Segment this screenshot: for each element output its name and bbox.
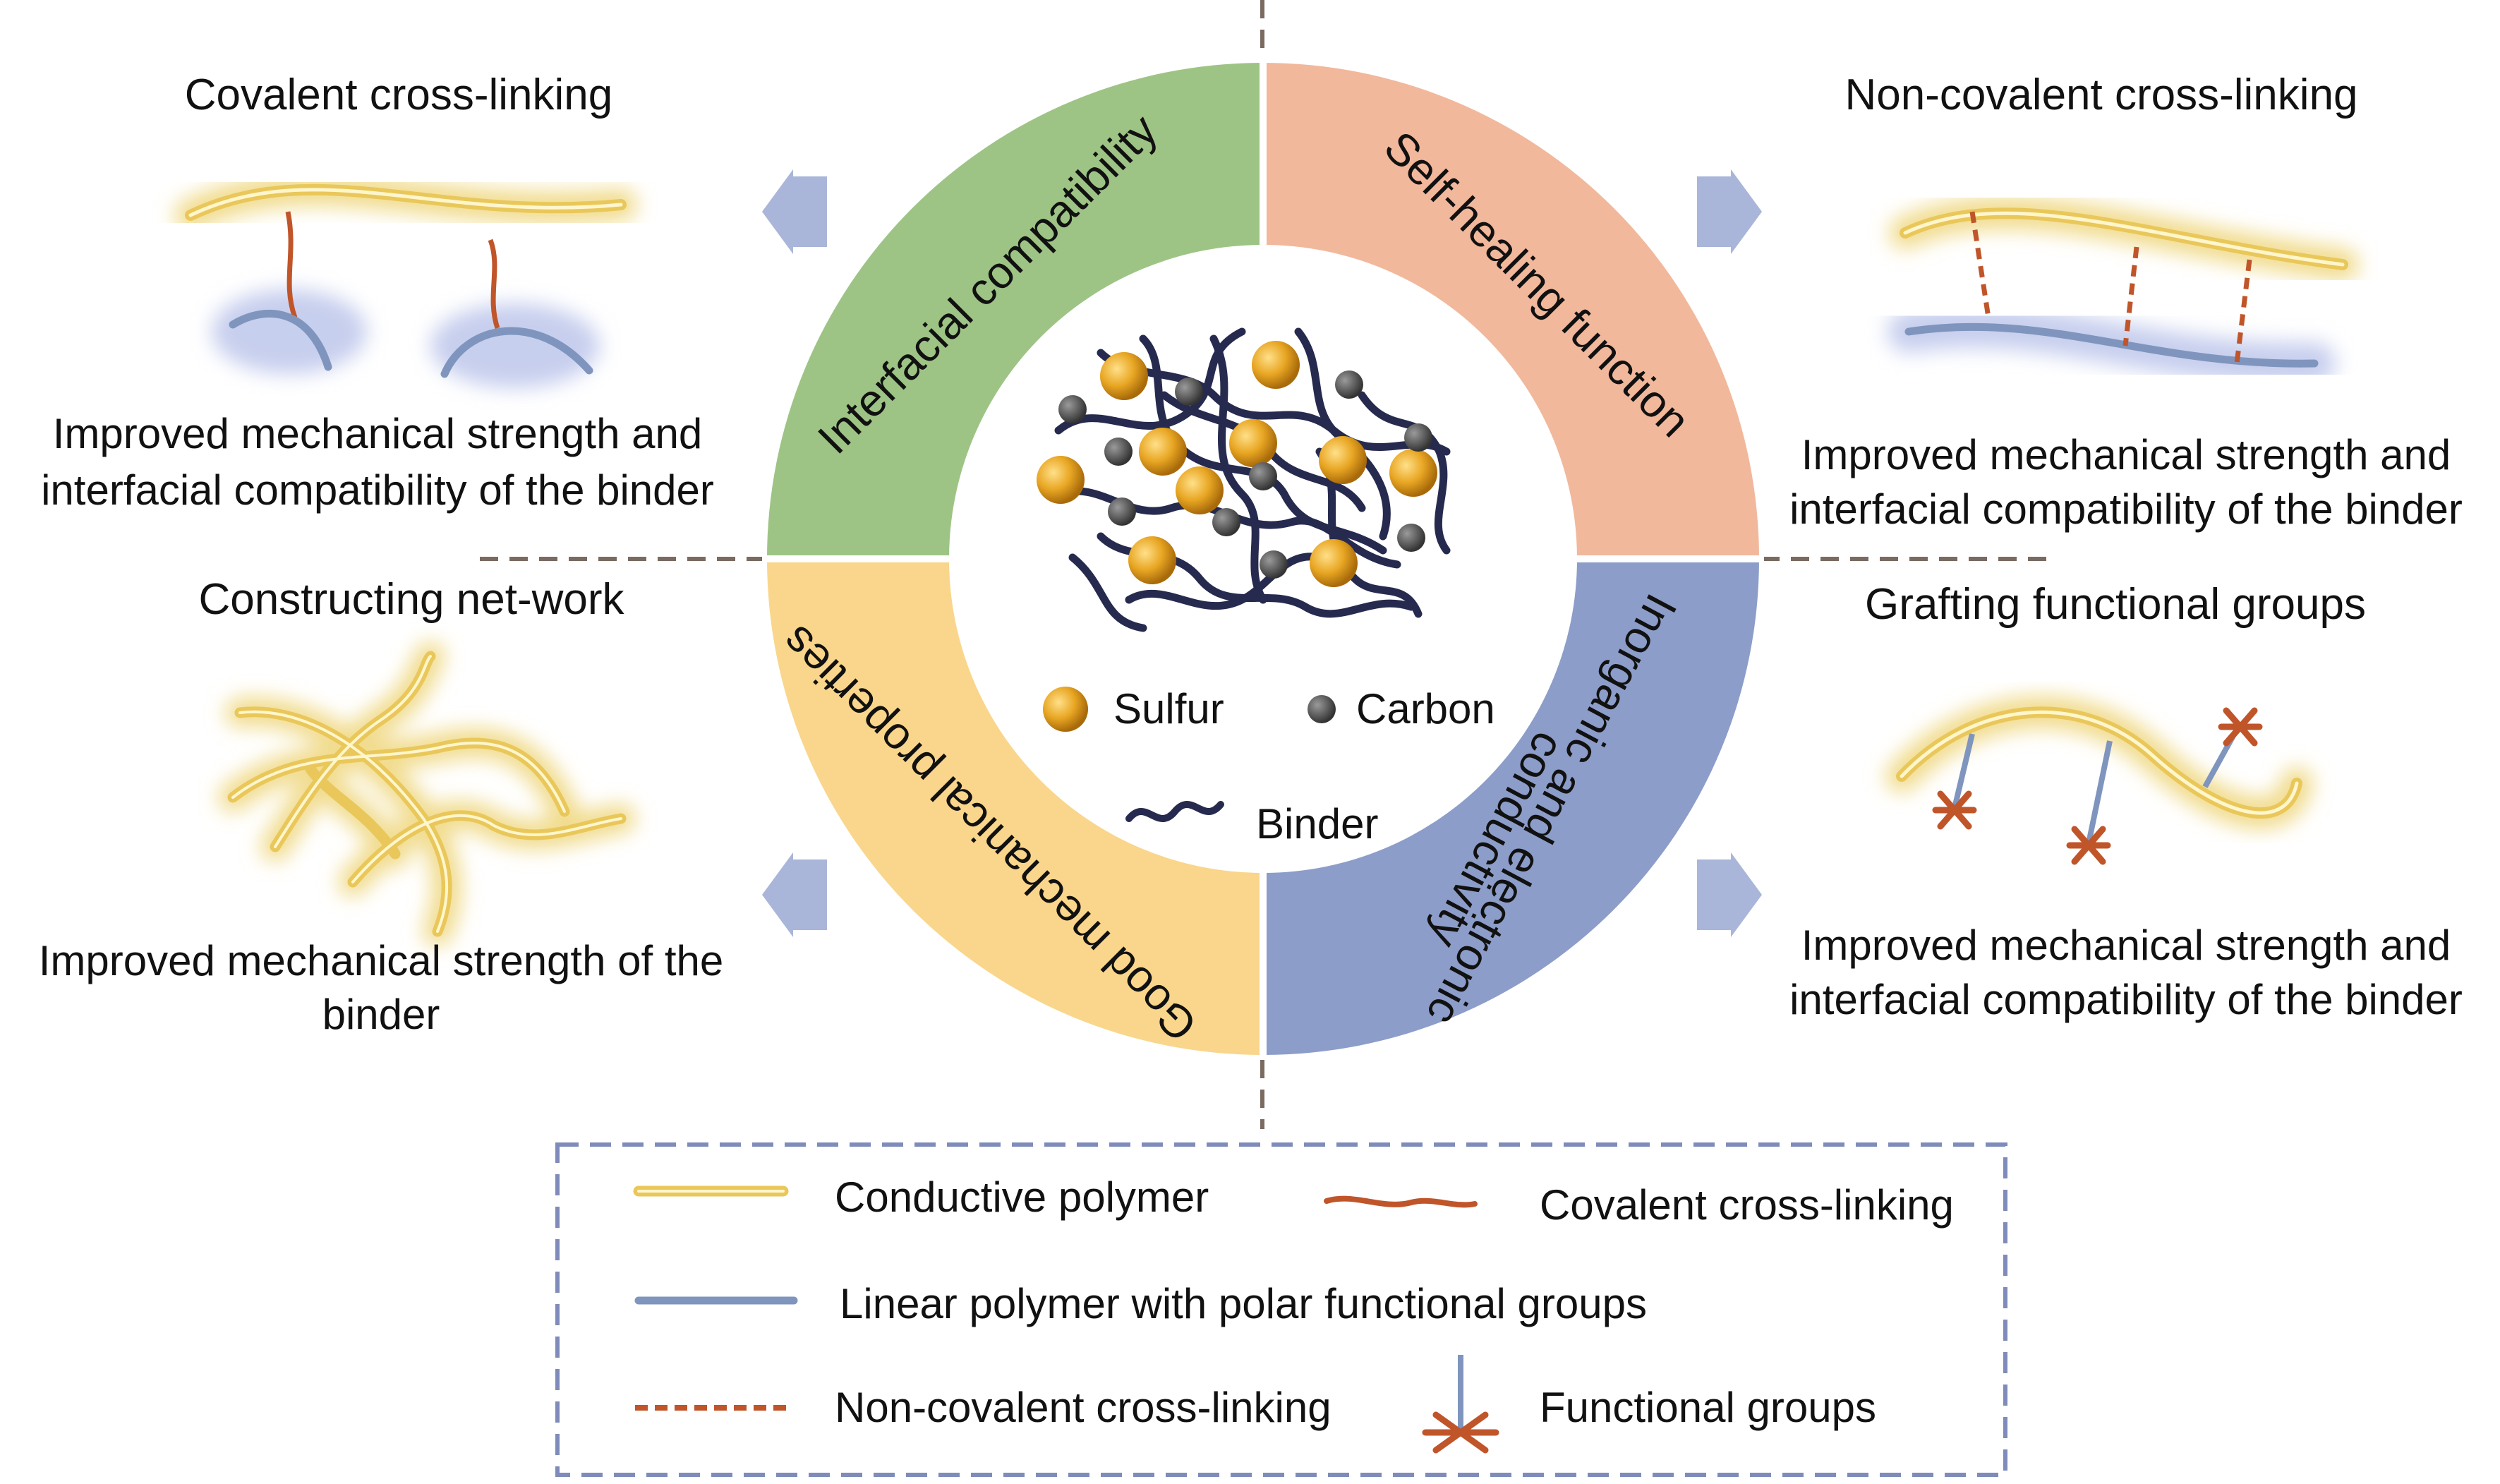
covalent-illustration (174, 173, 637, 388)
graft-chain (1952, 733, 1975, 809)
binder-label: Binder (1256, 800, 1378, 847)
sulfur-particle (1037, 456, 1085, 504)
carbon-particle (1108, 497, 1136, 526)
panel-covalent: Covalent cross-linking Improved mechanic… (41, 71, 714, 514)
legend-box: Conductive polymer Covalent cross-linkin… (555, 1142, 2007, 1477)
legend-conductive-polymer-label: Conductive polymer (835, 1174, 1209, 1221)
covalent-link (488, 239, 500, 330)
panel-grafting-desc-line1: Improved mechanical strength and (1801, 922, 2451, 969)
legend-covalent-swatch (1324, 1195, 1478, 1208)
linear-polymer-strand (440, 327, 593, 378)
carbon-particle (1397, 524, 1425, 552)
panel-covalent-desc-line2: interfacial compatibility of the binder (41, 466, 714, 514)
carbon-particle (1260, 550, 1288, 579)
sulfur-particle (1310, 539, 1358, 587)
arrow-right-bottom-icon (1697, 852, 1762, 937)
arrow-left-bottom-icon (762, 852, 827, 937)
functional-group-icon (2066, 826, 2111, 865)
sulfur-particles (1037, 341, 1437, 587)
legend-noncovalent-label: Non-covalent cross-linking (835, 1384, 1331, 1431)
legend-functional-group-icon (1422, 1355, 1499, 1454)
noncovalent-link (2122, 246, 2139, 346)
sulfur-particle (1319, 436, 1367, 484)
arrow-left-top-icon (762, 169, 827, 254)
ring-quadrant-interfacial (767, 63, 1263, 559)
grafting-illustration (1885, 696, 2313, 865)
composite-illustration (1037, 327, 1451, 632)
arrow-right-top-icon (1697, 169, 1762, 254)
sulfur-particle (1252, 341, 1300, 389)
legend-covalent-label: Covalent cross-linking (1540, 1181, 1954, 1229)
carbon-particle (1104, 438, 1133, 466)
ring-quadrant-self-healing (1263, 63, 1759, 559)
sulfur-particle (1139, 428, 1187, 476)
sulfur-particle (1389, 449, 1437, 497)
carbon-particle (1212, 508, 1240, 536)
carbon-particle (1404, 423, 1432, 452)
carbon-particle (1335, 370, 1363, 399)
direction-arrows (762, 169, 1762, 937)
ring-quadrant-conductivity (1263, 559, 1759, 1055)
carbon-particle (1175, 378, 1203, 406)
carbon-label: Carbon (1356, 685, 1495, 732)
panel-grafting-desc-line2: interfacial compatibility of the binder (1789, 976, 2463, 1023)
center-legend: Sulfur Carbon Binder (1043, 685, 1495, 847)
functional-group-icon (2218, 707, 2263, 747)
legend-linear-polymer-label: Linear polymer with polar functional gro… (840, 1280, 1647, 1327)
linear-polymer-strand (229, 309, 332, 371)
panel-grafting-title: Grafting functional groups (1865, 580, 2366, 629)
carbon-swatch (1308, 695, 1336, 723)
functional-group-icon (1932, 790, 1977, 830)
graft-chain (2086, 740, 2113, 844)
panel-network-title: Constructing net-work (198, 575, 624, 624)
sulfur-swatch (1043, 687, 1088, 732)
sulfur-particle (1100, 352, 1148, 400)
legend-functional-groups-label: Functional groups (1540, 1384, 1876, 1431)
panel-covalent-title: Covalent cross-linking (185, 71, 612, 119)
panel-covalent-desc-line1: Improved mechanical strength and (53, 410, 703, 457)
panel-grafting: Grafting functional groups (1789, 580, 2463, 1023)
panel-noncovalent-desc-line1: Improved mechanical strength and (1801, 431, 2451, 478)
sulfur-particle (1229, 419, 1277, 467)
ring-quadrant-mechanical (767, 559, 1263, 1055)
panel-network-desc-line1: Improved mechanical strength of the (39, 937, 724, 984)
carbon-particle (1058, 395, 1087, 423)
legend-frame (555, 1142, 2007, 1477)
linear-polymer-strand (1904, 322, 2319, 368)
sulfur-particle (1176, 466, 1224, 514)
sulfur-particle (1128, 536, 1176, 584)
panel-noncovalent-title: Non-covalent cross-linking (1844, 71, 2357, 119)
network-illustration (218, 641, 636, 946)
carbon-particle (1249, 462, 1277, 490)
binder-swatch (1125, 801, 1224, 822)
panel-network: Constructing net-work (39, 575, 724, 1038)
covalent-link (285, 211, 298, 319)
carbon-particles (1058, 370, 1432, 579)
conductive-polymer-strand (305, 764, 401, 859)
noncovalent-illustration (1888, 197, 2359, 385)
panel-noncovalent-desc-line2: interfacial compatibility of the binder (1789, 485, 2463, 533)
sulfur-label: Sulfur (1113, 685, 1224, 732)
panel-network-desc-line2: binder (322, 991, 440, 1038)
panel-noncovalent: Non-covalent cross-linking Improved mech… (1789, 71, 2463, 533)
